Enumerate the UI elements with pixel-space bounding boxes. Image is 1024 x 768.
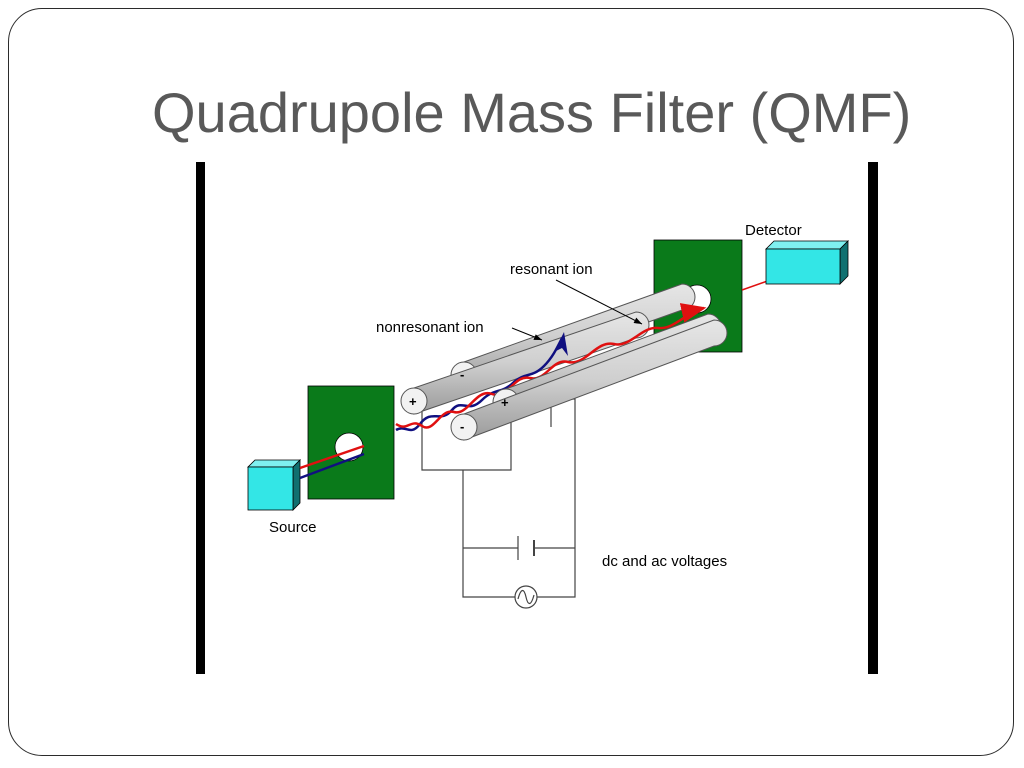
- nonresonant-ion-label: nonresonant ion: [376, 319, 484, 336]
- source-beam-red: [299, 444, 365, 470]
- rod-left-polarity: +: [409, 394, 417, 409]
- right-border-bar: [868, 162, 878, 674]
- detector-label: Detector: [745, 222, 802, 239]
- resonant-ion-leader: [555, 279, 643, 325]
- rod-left: [400, 311, 650, 415]
- nonresonant-ion-leader: [511, 327, 543, 341]
- rod-bottom-polarity: -: [460, 419, 464, 434]
- rod-right-polarity: +: [501, 395, 509, 410]
- slide-title: Quadrupole Mass Filter (QMF): [152, 81, 912, 144]
- resonant-ion-path: [395, 303, 707, 429]
- ac-source-icon: [514, 585, 538, 609]
- detector-block: [765, 240, 849, 285]
- qmf-diagram: Source - + + - Detecto: [196, 162, 878, 674]
- source-beam-blue: [299, 452, 365, 480]
- slide-frame: [8, 8, 1014, 756]
- entrance-plate: [307, 385, 395, 500]
- circuit-wires: [421, 398, 576, 598]
- left-border-bar: [196, 162, 205, 674]
- rod-bottom: [450, 319, 728, 441]
- resonant-ion-label: resonant ion: [510, 261, 593, 278]
- voltages-label: dc and ac voltages: [602, 553, 727, 570]
- nonresonant-ion-arrowhead: [554, 332, 568, 356]
- source-label: Source: [269, 519, 317, 536]
- source-block: [247, 459, 301, 511]
- rod-top-polarity: -: [460, 367, 464, 382]
